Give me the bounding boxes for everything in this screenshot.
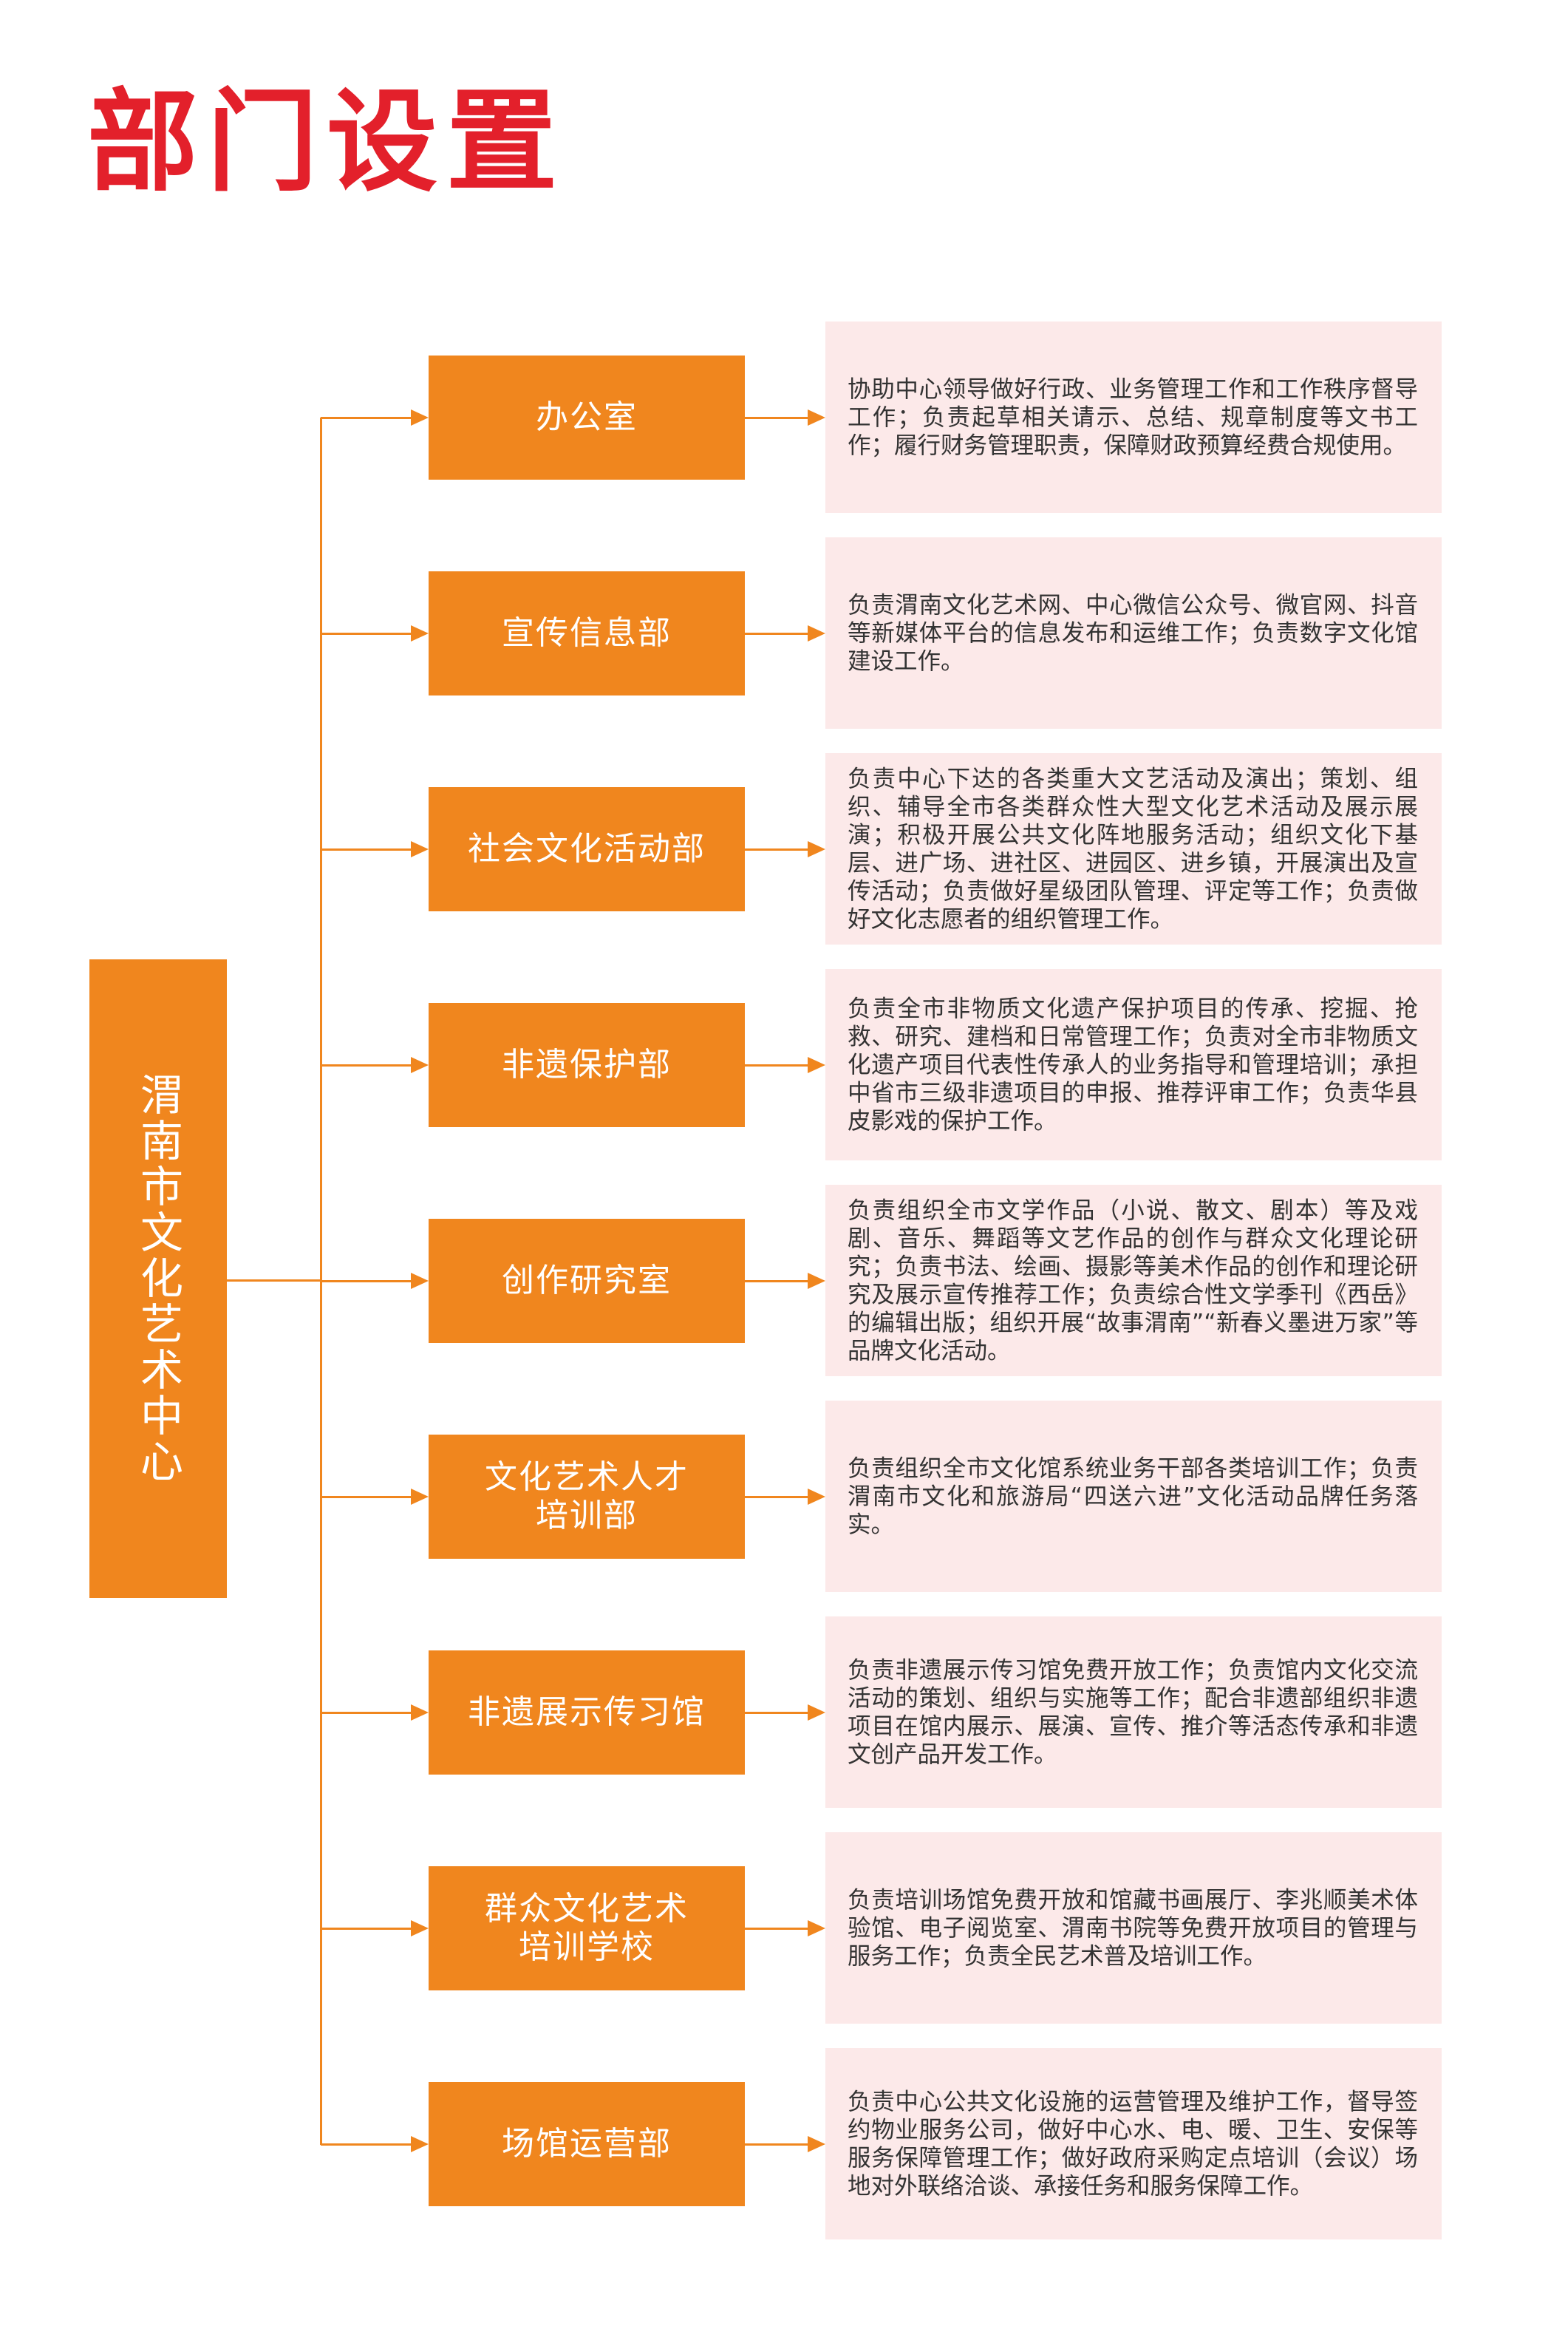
department-description: 负责渭南文化艺术网、中心微信公众号、微官网、抖音等新媒体平台的信息发布和运维工作… [825, 537, 1442, 729]
description-text: 负责组织全市文化馆系统业务干部各类培训工作；负责渭南市文化和旅游局“四送六进”文… [848, 1455, 1418, 1538]
description-text: 负责非遗展示传习馆免费开放工作；负责馆内文化交流活动的策划、组织与实施等工作；配… [848, 1656, 1418, 1768]
description-text: 负责中心公共文化设施的运营管理及维护工作，督导签约物业服务公司，做好中心水、电、… [848, 2088, 1418, 2200]
desc-connector [745, 1496, 808, 1498]
root-connector [227, 1279, 321, 1282]
desc-connector [745, 1928, 808, 1930]
department-description: 负责培训场馆免费开放和馆藏书画展厅、李兆顺美术体验馆、电子阅览室、渭南书院等免费… [825, 1832, 1442, 2024]
arrow-icon [808, 1273, 825, 1289]
department-description: 负责全市非物质文化遗产保护项目的传承、挖掘、抢救、研究、建档和日常管理工作；负责… [825, 969, 1442, 1160]
department-box: 社会文化活动部 [429, 787, 745, 911]
arrow-icon [411, 625, 429, 642]
branch-line [321, 1064, 412, 1067]
desc-connector [745, 1712, 808, 1714]
desc-connector [745, 1280, 808, 1282]
description-text: 负责渭南文化艺术网、中心微信公众号、微官网、抖音等新媒体平台的信息发布和运维工作… [848, 591, 1418, 675]
arrow-icon [808, 1057, 825, 1073]
branch-line [321, 1280, 412, 1282]
arrow-icon [411, 409, 429, 426]
department-description: 负责非遗展示传习馆免费开放工作；负责馆内文化交流活动的策划、组织与实施等工作；配… [825, 1616, 1442, 1808]
arrow-icon [411, 1057, 429, 1073]
branch-line [321, 633, 412, 635]
department-description: 协助中心领导做好行政、业务管理工作和工作秩序督导工作；负责起草相关请示、总结、规… [825, 322, 1442, 513]
branch-line [321, 1928, 412, 1930]
department-box: 宣传信息部 [429, 571, 745, 695]
arrow-icon [808, 841, 825, 857]
arrow-icon [411, 2136, 429, 2152]
description-text: 协助中心领导做好行政、业务管理工作和工作秩序督导工作；负责起草相关请示、总结、规… [848, 375, 1418, 459]
desc-connector [745, 633, 808, 635]
department-box: 场馆运营部 [429, 2082, 745, 2206]
arrow-icon [808, 625, 825, 642]
desc-connector [745, 417, 808, 419]
arrow-icon [808, 1920, 825, 1936]
department-name: 创作研究室 [502, 1262, 672, 1299]
arrow-icon [808, 1489, 825, 1505]
department-name: 文化艺术人才培训部 [485, 1458, 689, 1534]
department-description: 负责中心下达的各类重大文艺活动及演出；策划、组织、辅导全市各类群众性大型文化艺术… [825, 753, 1442, 945]
arrow-icon [411, 1704, 429, 1721]
department-box: 创作研究室 [429, 1219, 745, 1343]
arrow-icon [411, 841, 429, 857]
department-name: 群众文化艺术培训学校 [485, 1890, 689, 1966]
department-box: 非遗展示传习馆 [429, 1650, 745, 1775]
branch-line [321, 1712, 412, 1714]
department-name: 场馆运营部 [502, 2125, 672, 2163]
root-node: 渭南市文化艺术中心 [89, 959, 227, 1598]
branch-line [321, 2143, 412, 2146]
arrow-icon [808, 1704, 825, 1721]
department-name: 非遗保护部 [502, 1046, 672, 1084]
department-name: 办公室 [536, 398, 638, 436]
description-text: 负责中心下达的各类重大文艺活动及演出；策划、组织、辅导全市各类群众性大型文化艺术… [848, 765, 1418, 933]
description-text: 负责全市非物质文化遗产保护项目的传承、挖掘、抢救、研究、建档和日常管理工作；负责… [848, 995, 1418, 1135]
root-label: 渭南市文化艺术中心 [133, 1072, 183, 1485]
department-box: 群众文化艺术培训学校 [429, 1866, 745, 1990]
arrow-icon [808, 409, 825, 426]
description-text: 负责培训场馆免费开放和馆藏书画展厅、李兆顺美术体验馆、电子阅览室、渭南书院等免费… [848, 1886, 1418, 1970]
page-title: 部门设置 [87, 78, 567, 207]
department-name: 非遗展示传习馆 [468, 1693, 706, 1731]
description-text: 负责组织全市文学作品（小说、散文、剧本）等及戏剧、音乐、舞蹈等文艺作品的创作与群… [848, 1197, 1418, 1364]
desc-connector [745, 848, 808, 851]
branch-line [321, 1496, 412, 1498]
branch-line [321, 848, 412, 851]
department-description: 负责中心公共文化设施的运营管理及维护工作，督导签约物业服务公司，做好中心水、电、… [825, 2048, 1442, 2239]
department-box: 非遗保护部 [429, 1003, 745, 1127]
department-name: 宣传信息部 [502, 614, 672, 652]
department-description: 负责组织全市文化馆系统业务干部各类培训工作；负责渭南市文化和旅游局“四送六进”文… [825, 1401, 1442, 1592]
branch-line [321, 417, 412, 419]
department-box: 文化艺术人才培训部 [429, 1435, 745, 1559]
arrow-icon [808, 2136, 825, 2152]
arrow-icon [411, 1489, 429, 1505]
desc-connector [745, 1064, 808, 1067]
department-box: 办公室 [429, 356, 745, 480]
department-name: 社会文化活动部 [468, 830, 706, 868]
desc-connector [745, 2143, 808, 2146]
arrow-icon [411, 1920, 429, 1936]
arrow-icon [411, 1273, 429, 1289]
department-description: 负责组织全市文学作品（小说、散文、剧本）等及戏剧、音乐、舞蹈等文艺作品的创作与群… [825, 1185, 1442, 1376]
